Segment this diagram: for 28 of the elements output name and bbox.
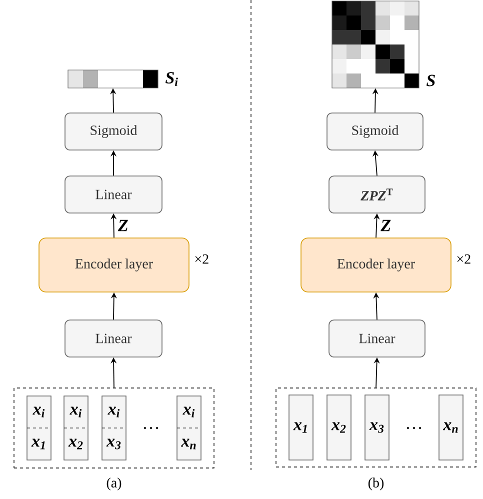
side-label: S$_{i}$ <box>166 72 178 86</box>
edge-label: Z <box>118 220 128 232</box>
input-cell: x$_{i}$ x$_{3}$ <box>102 396 126 460</box>
input-cell: x$_{i}$ x$_{n}$ <box>176 396 202 460</box>
input-cell: x$_{3}$ <box>364 394 390 460</box>
ellipsis: … <box>144 426 158 430</box>
encoder-box: Encoder layer <box>300 238 452 292</box>
input-cell: x$_{2}$ <box>326 394 352 460</box>
edge-label: Z <box>380 220 391 232</box>
side-label: ×2 <box>457 254 470 264</box>
layer-box: ZPZ$^{T}$ <box>328 176 426 214</box>
layer-box: Linear <box>328 320 426 358</box>
side-label: ×2 <box>195 254 208 264</box>
input-group-box <box>14 388 214 468</box>
ellipsis: … <box>406 426 422 430</box>
input-group-box <box>276 388 476 468</box>
layer-box: Sigmoid <box>326 112 424 150</box>
layer-box: Linear <box>64 176 162 214</box>
layer-box: Sigmoid <box>64 112 162 150</box>
side-label: S <box>426 74 435 86</box>
layer-box: Linear <box>64 320 162 358</box>
input-cell: x$_{i}$ x$_{2}$ <box>64 396 88 460</box>
caption: (a) <box>106 478 122 490</box>
encoder-box: Encoder layer <box>38 238 190 292</box>
input-cell: x$_{n}$ <box>438 394 464 460</box>
input-cell: x$_{1}$ <box>288 394 314 460</box>
input-cell: x$_{i}$ x$_{1}$ <box>26 396 52 460</box>
caption: (b) <box>368 478 384 490</box>
